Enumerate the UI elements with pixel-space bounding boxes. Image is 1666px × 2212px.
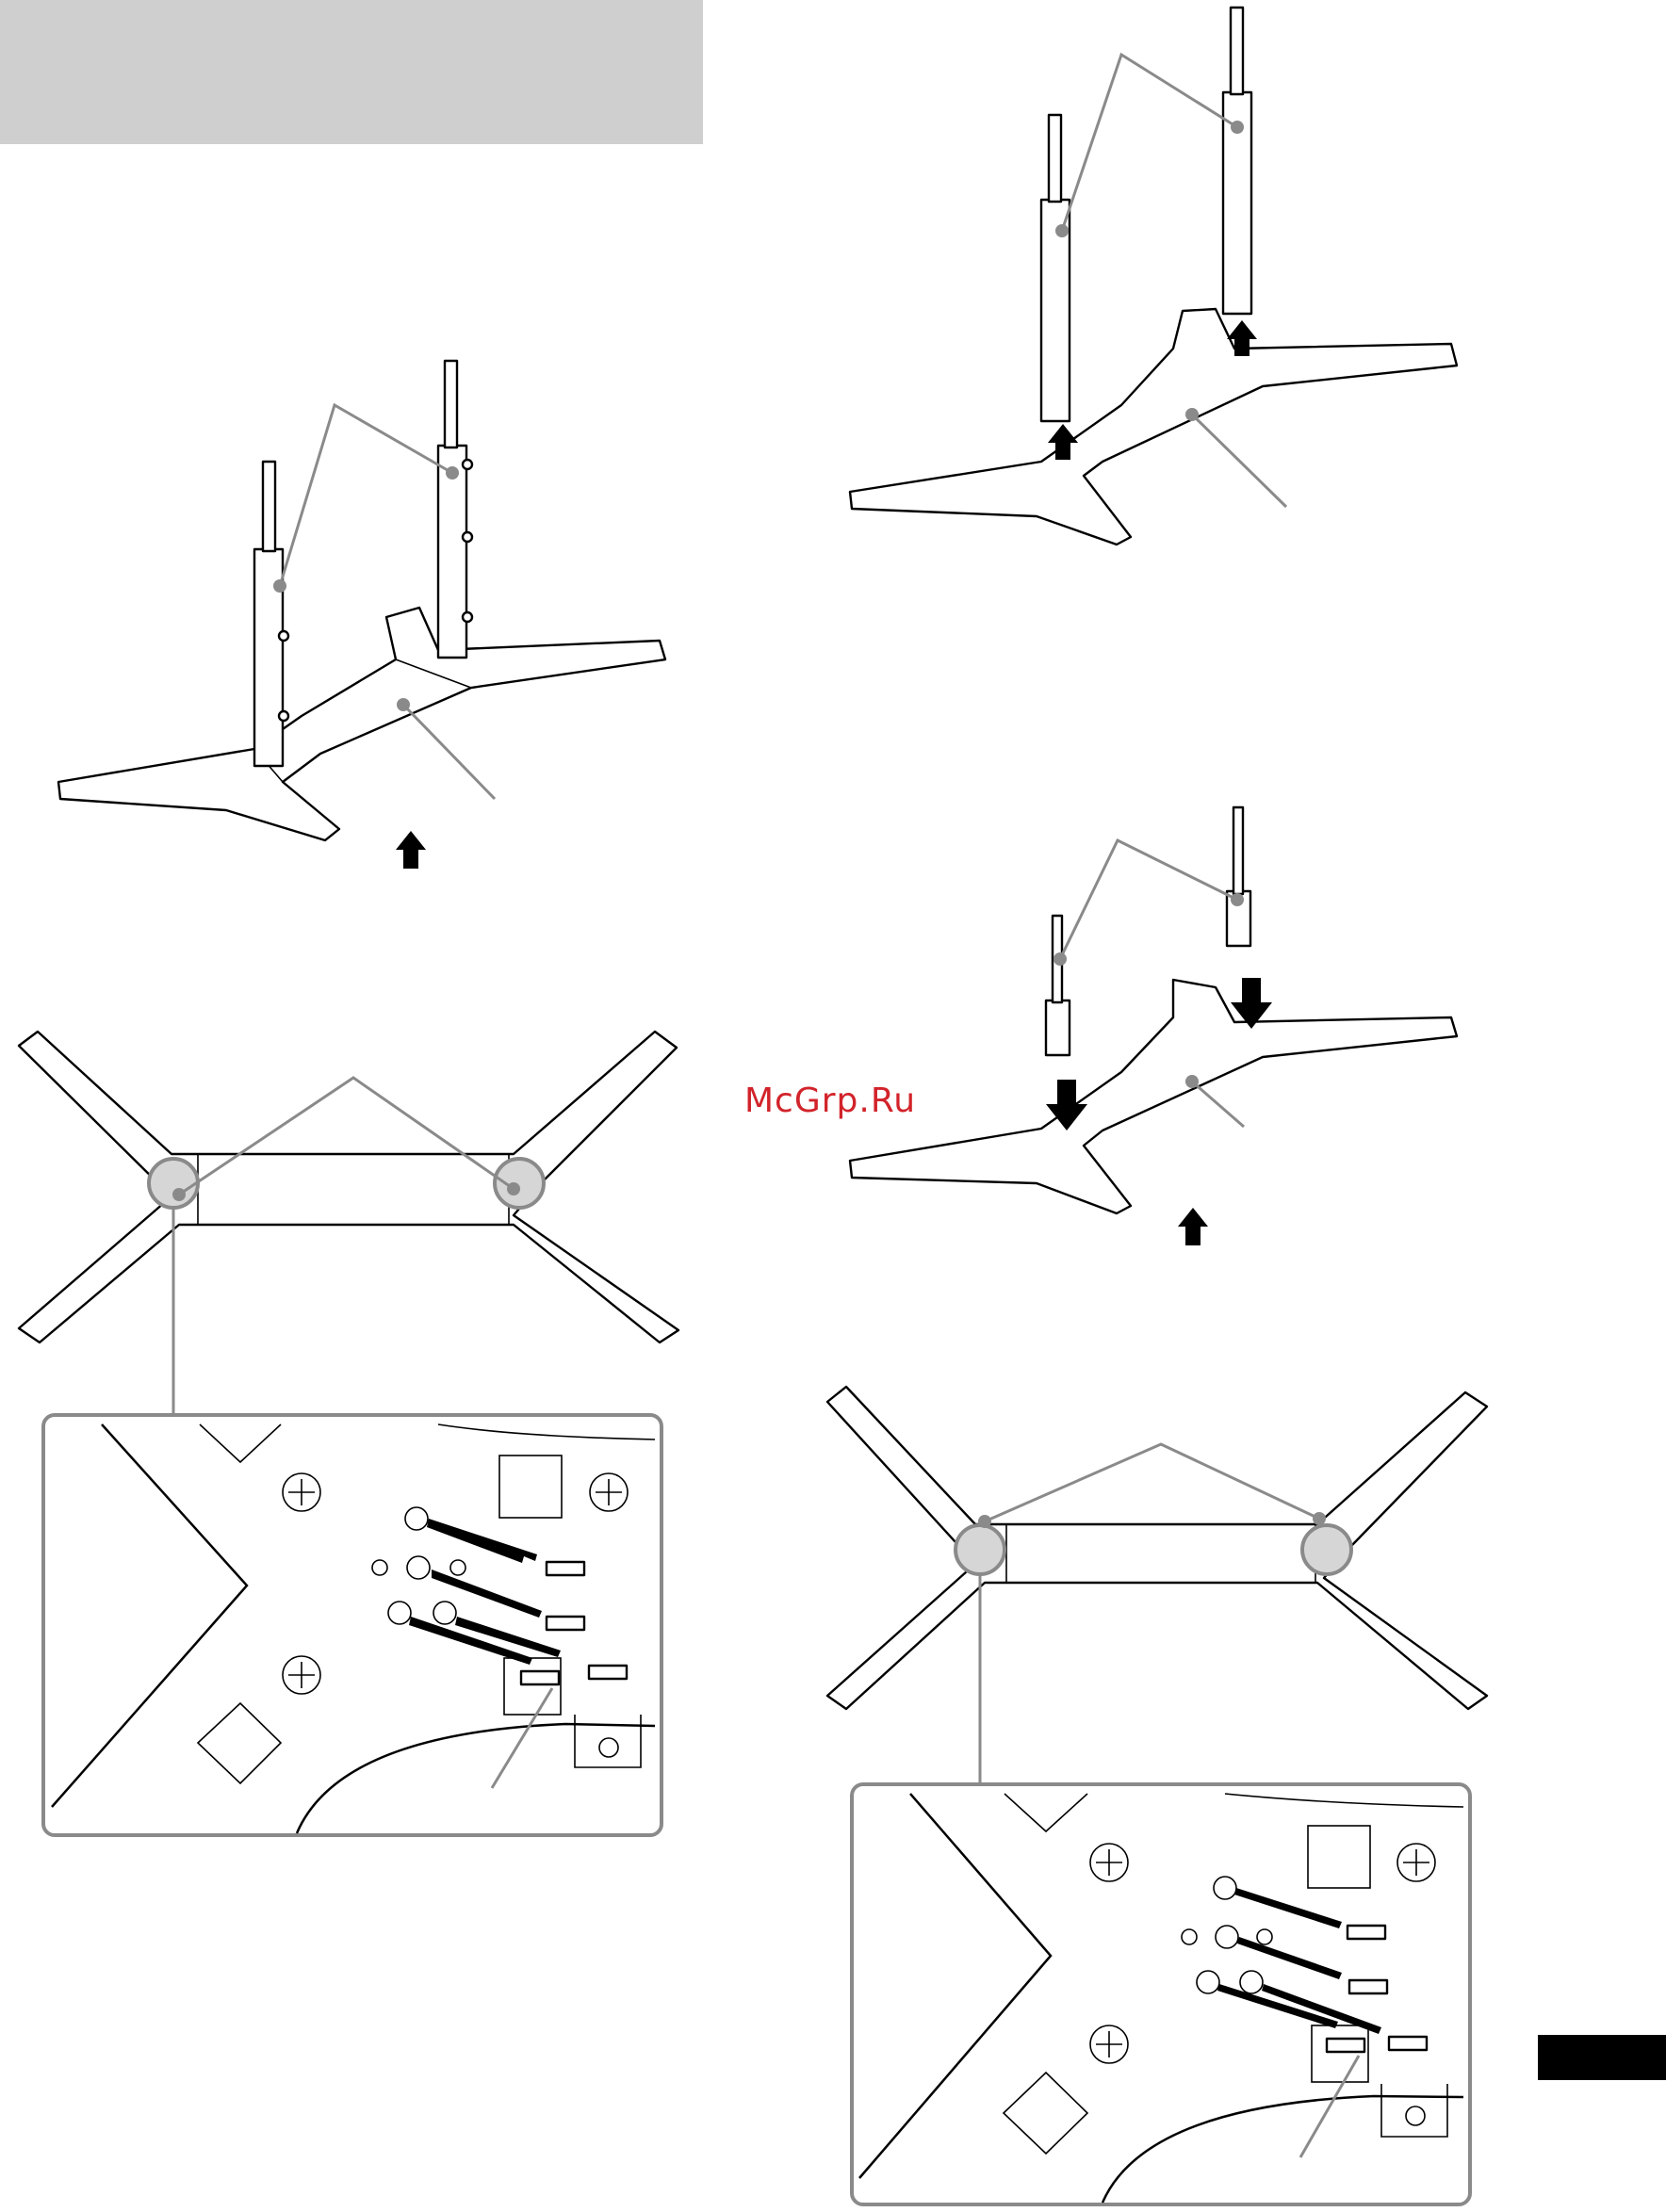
screw-detail-right-figure — [852, 1784, 1470, 2204]
screw-detail-left-figure — [43, 1415, 662, 1835]
stand-posts-inserted-figure — [850, 807, 1457, 1245]
stand-posts-removed-figure — [850, 8, 1457, 545]
base-underside-left-figure — [19, 1032, 678, 1413]
stand-assembled-figure — [58, 361, 665, 869]
base-underside-right-figure — [827, 1387, 1487, 1782]
